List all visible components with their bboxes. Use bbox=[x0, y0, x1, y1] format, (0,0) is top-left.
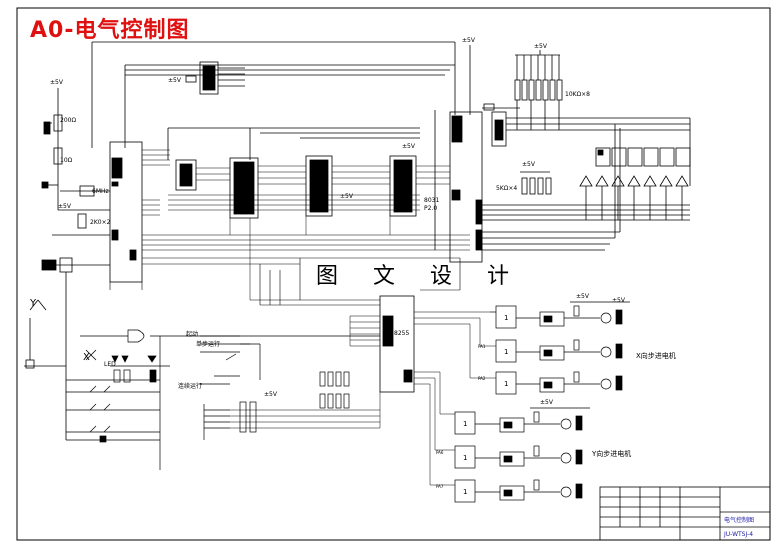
display-row bbox=[482, 118, 691, 251]
vcc-label-left: ±5V bbox=[50, 79, 64, 86]
switch-step-label: 单步运行 bbox=[196, 340, 220, 348]
x-gate-2: 1 bbox=[504, 348, 508, 356]
y-gate-2: 1 bbox=[463, 454, 467, 462]
title-block bbox=[599, 486, 771, 541]
input-resistors bbox=[203, 371, 350, 440]
vcc-label-reset: ±5V bbox=[58, 203, 72, 210]
vcc-label-chip3: ±5V bbox=[340, 193, 354, 200]
latch-chip bbox=[482, 103, 520, 147]
power-reset bbox=[25, 88, 110, 440]
x-driver bbox=[490, 301, 630, 395]
watermark-text: 图 文 设 计 bbox=[316, 264, 523, 289]
titleblock-name: 电气控制图 bbox=[724, 516, 754, 524]
mcu-port-label: P2.0 bbox=[424, 205, 437, 212]
vcc-label-top: ±5V bbox=[462, 37, 476, 44]
chip-8255-label: 8255 bbox=[394, 330, 409, 337]
y-motor-label: Y向步进电机 bbox=[591, 449, 631, 458]
vcc-label-rnet: ±5V bbox=[534, 43, 548, 50]
pa7-label: PA7 bbox=[436, 484, 444, 489]
x-axis-label: X bbox=[83, 352, 90, 363]
x-motor-label: X向步进电机 bbox=[636, 351, 676, 360]
drawing-title: A0-电气控制图 bbox=[30, 18, 190, 43]
resistor-10-label: 10Ω bbox=[60, 157, 73, 164]
x-gate-3: 1 bbox=[504, 380, 508, 388]
vcc-label-x2: ±5V bbox=[612, 297, 626, 304]
vcc-label-x1: ±5V bbox=[576, 293, 590, 300]
resistor-5k-label: 5KΩ×4 bbox=[496, 185, 517, 192]
switch-start-label: 起动 bbox=[186, 330, 198, 338]
vcc-label-y1: ±5V bbox=[540, 399, 554, 406]
chip-pins bbox=[168, 165, 450, 300]
titleblock-code: JU-WTSJ-4 bbox=[723, 531, 753, 538]
y-axis-label: Y bbox=[29, 298, 37, 309]
pa6-label: PA6 bbox=[436, 450, 444, 455]
chip-row bbox=[175, 155, 417, 219]
resistor-200-label: 200Ω bbox=[60, 117, 76, 124]
vcc-label-topchip: ±5V bbox=[168, 77, 182, 84]
y-gate-1: 1 bbox=[463, 420, 467, 428]
top-bus bbox=[91, 41, 471, 250]
crystal-label: 6MHz bbox=[92, 188, 109, 195]
y-gate-3: 1 bbox=[463, 488, 467, 496]
vcc-label-5k: ±5V bbox=[522, 161, 536, 168]
x-gate-1: 1 bbox=[504, 314, 508, 322]
chip-8255-pins bbox=[230, 311, 496, 486]
mcu-model-label: 8031 bbox=[424, 197, 439, 204]
switch-cont-label: 连续运行 bbox=[178, 382, 202, 390]
mid-bus bbox=[250, 258, 461, 306]
resistor-2k-label: 2K0×2 bbox=[90, 219, 111, 226]
mcu-left bbox=[109, 141, 143, 283]
mcu-right bbox=[449, 111, 483, 263]
top-small-chip bbox=[185, 61, 245, 95]
vcc-label-chip4: ±5V bbox=[402, 143, 416, 150]
y-driver bbox=[454, 407, 590, 503]
vcc-label-8255: ±5V bbox=[264, 391, 278, 398]
chip-8255 bbox=[379, 295, 415, 393]
resistor-10k-label: 10KΩ×8 bbox=[565, 91, 590, 98]
resistor-5k-array bbox=[520, 171, 552, 195]
switch-area bbox=[24, 329, 380, 470]
led-label: LED bbox=[104, 361, 116, 368]
resistor-array bbox=[506, 50, 690, 131]
pa2-label: PA2 bbox=[478, 376, 486, 381]
pa1-label: PA1 bbox=[478, 344, 486, 349]
sheet-border bbox=[16, 7, 771, 541]
